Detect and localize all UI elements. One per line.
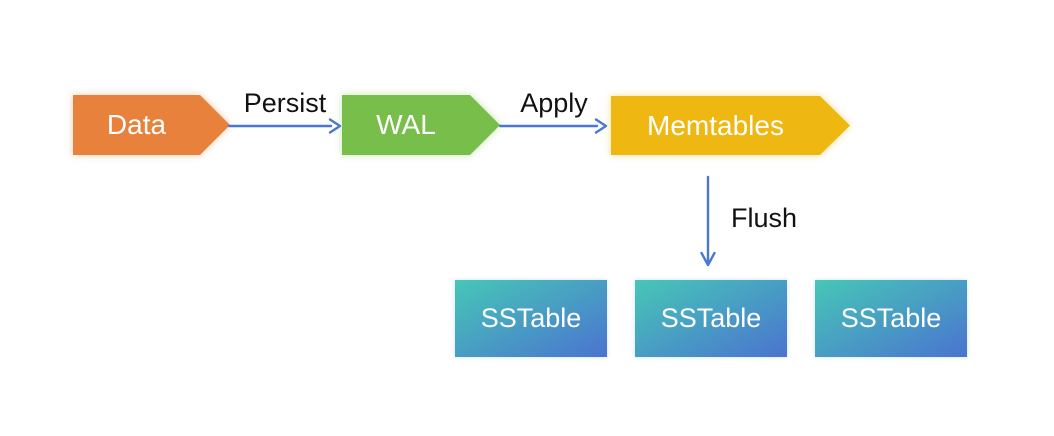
node-data: Data <box>73 95 230 155</box>
apply-edge-label: Apply <box>520 88 588 118</box>
node-wal-label: WAL <box>376 109 436 140</box>
node-wal: WAL <box>342 95 500 155</box>
node-sstable-1-label: SSTable <box>480 303 582 333</box>
node-sstable-3: SSTable <box>815 280 967 357</box>
node-memtables-shape: Memtables <box>611 96 850 155</box>
node-wal-shape: WAL <box>342 95 500 155</box>
node-sstable-3-label: SSTable <box>840 303 942 333</box>
apply-arrow-icon <box>498 118 608 134</box>
flush-arrow-icon <box>700 175 716 267</box>
node-memtables: Memtables <box>611 96 850 155</box>
persist-edge-label: Persist <box>243 88 327 118</box>
node-sstable-2-label: SSTable <box>660 303 762 333</box>
persist-arrow-icon <box>227 118 342 134</box>
flush-edge-label: Flush <box>731 203 798 233</box>
node-data-label: Data <box>106 109 167 140</box>
node-sstable-1: SSTable <box>455 280 607 357</box>
node-memtables-label: Memtables <box>647 109 784 141</box>
node-data-shape: Data <box>73 95 230 155</box>
node-sstable-2: SSTable <box>635 280 787 357</box>
